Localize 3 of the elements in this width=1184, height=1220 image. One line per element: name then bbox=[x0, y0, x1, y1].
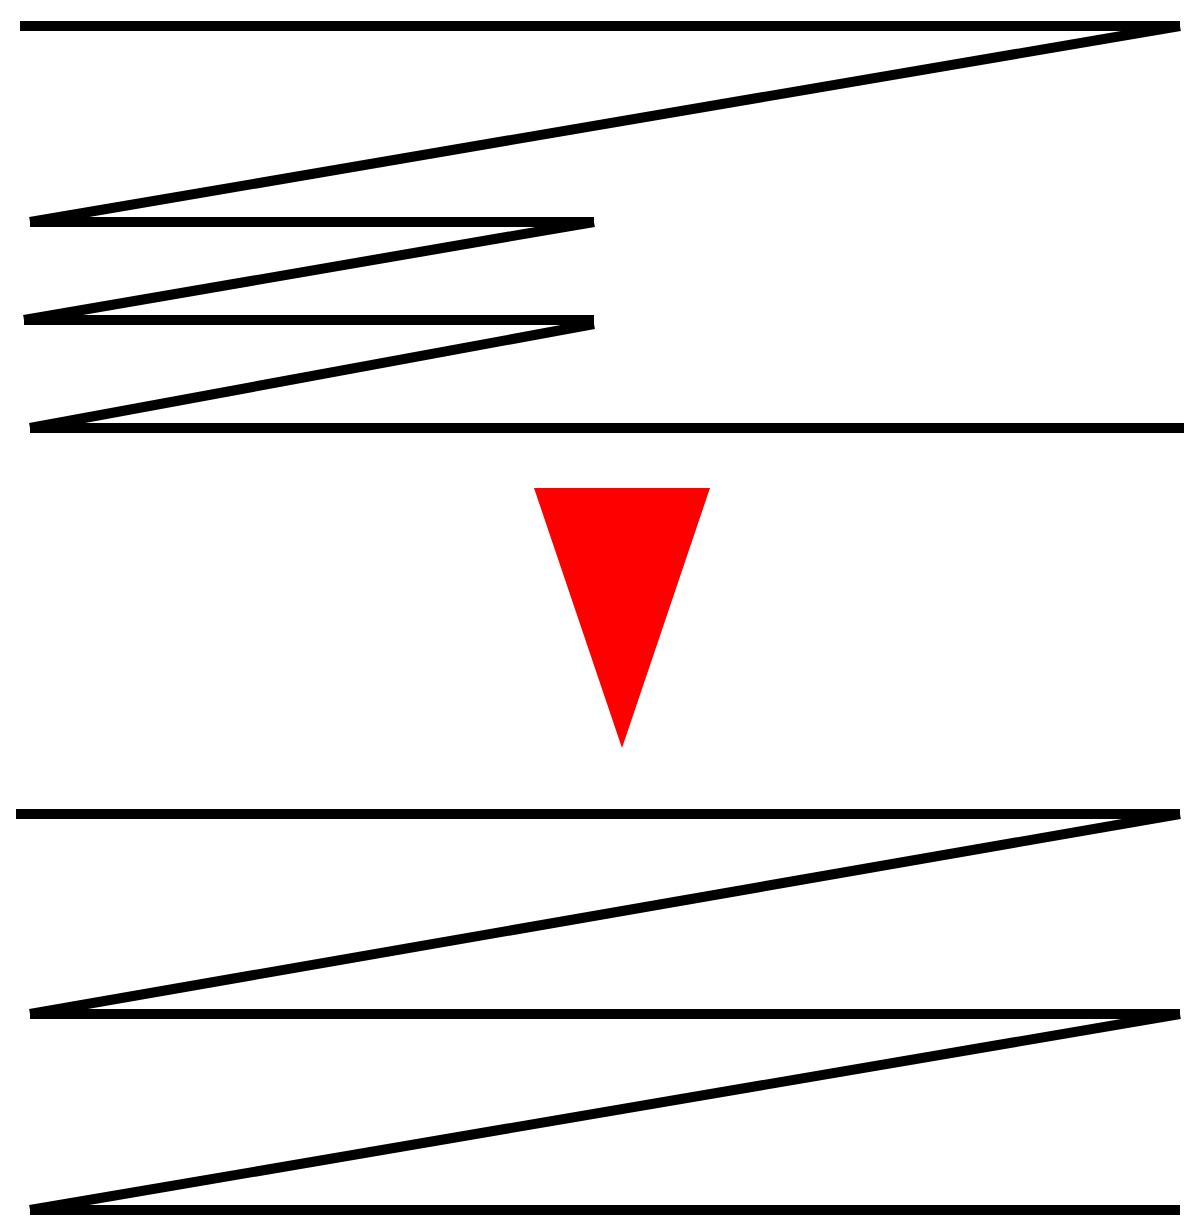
zigzag-drawing bbox=[20, 21, 1184, 433]
zigzag-drawing bbox=[16, 809, 1181, 1215]
arrow bbox=[534, 488, 710, 748]
